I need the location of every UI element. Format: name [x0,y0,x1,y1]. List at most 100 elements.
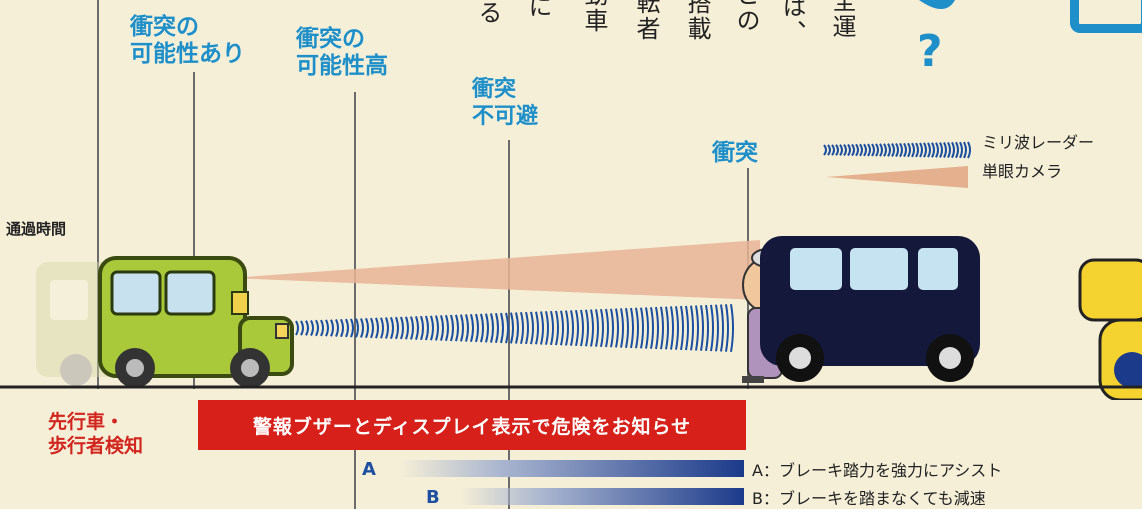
green-car [98,256,294,388]
question-mark-graphic: ? [917,0,955,77]
radar-wave-arc [927,142,931,158]
radar-wave-arc [535,311,539,345]
radar-wave-arc [891,143,895,157]
phase-label-unavoidable: 衝突 不可避 [472,77,539,129]
radar-wave-arc [590,309,594,347]
vertical-text-col8: 全運 [828,0,856,40]
navy-car [760,236,980,382]
radar-wave-arc [943,142,947,158]
radar-wave-arc [365,317,369,339]
vertical-text-col3: 動車 [580,0,608,34]
radar-wave-arc [300,320,304,336]
radar-wave-arc [700,305,704,351]
radar-wave-arc [475,313,479,343]
radar-wave-arc [705,304,709,352]
question-mark: ? [917,26,943,77]
radar-wave-arc [847,143,851,157]
radar-wave-arc [450,314,454,342]
radar-wave-arc [405,316,409,340]
radar-wave-arc [665,306,669,350]
radar-wave-arc [570,310,574,346]
radar-wave-arc [871,143,875,157]
radar-wave-arc [490,313,494,343]
assist-b-marker: B [426,487,440,508]
timeline-line-high [354,92,356,509]
radar-wave-arc [695,305,699,351]
radar-wave-arc [915,142,919,158]
radar-wave-arc [911,142,915,158]
vertical-text-col4: 転者 [632,0,660,42]
radar-wave-arc [835,144,839,156]
radar-wave-arc [580,309,584,347]
radar-wave-arc [899,142,903,158]
radar-wave-arc [315,319,319,337]
radar-wave-arc [540,311,544,345]
radar-wave-arc [650,307,654,349]
assist-a-marker: A [362,459,376,480]
radar-wave-arc [440,315,444,341]
radar-wave-arc [710,304,714,352]
radar-wave-arc [715,304,719,352]
radar-wave-arc [515,312,519,344]
vertical-text-col7: は、 [778,0,806,46]
radar-wave-arc [931,142,935,158]
scene-illustration [0,236,1142,400]
radar-wave-arc [895,142,899,158]
radar-wave-arc [831,144,835,156]
radar-wave-arc [445,314,449,342]
radar-wave-arc [410,316,414,340]
radar-wave-arc [883,143,887,157]
radar-wave-arc [725,304,729,352]
radar-wave-arc [670,306,674,350]
radar-wave-arc [959,141,963,159]
radar-wave-arc [630,307,634,349]
radar-wave-arc [887,143,891,157]
radar-wave-arc [923,142,927,158]
radar-wave-arc [320,319,324,337]
radar-wave-arc [525,311,529,345]
radar-wave-arc [640,307,644,349]
timeline-line-start [97,0,99,389]
radar-wave-arc [460,314,464,342]
radar-wave-arc [690,305,694,351]
radar-wave-arc [350,318,354,338]
radar-wave-arc [550,310,554,346]
assist-a-bar [400,460,744,477]
radar-wave-arc [967,141,971,159]
radar-wave-arc [823,144,827,156]
radar-wave-arc [325,319,329,337]
radar-wave-arc [340,318,344,338]
radar-wave-arc [685,305,689,351]
vertical-text-col1: る [474,0,502,26]
radar-wave-arc [310,319,314,337]
radar-wave-arc [951,141,955,159]
radar-wave-arc [485,313,489,343]
camera-cone [230,240,760,300]
timeline-line-unavoidable [508,140,510,509]
radar-label: ミリ波レーダー [982,133,1095,152]
radar-wave-arc [545,311,549,345]
radar-wave-arc [947,141,951,159]
assist-b-bar [460,488,744,505]
radar-waves [295,303,734,353]
radar-wave-arc [295,320,299,336]
radar-wave-arc [605,308,609,348]
radar-wave-arc [355,318,359,338]
radar-wave-arc [585,309,589,347]
radar-wave-arc [505,312,509,344]
radar-wave-arc [435,315,439,341]
radar-wave-arc [645,307,649,349]
radar-wave-arc [919,142,923,158]
radar-wave-arc [675,306,679,350]
phase-label-possible: 衝突の 可能性あり [130,14,245,67]
radar-wave-arc [843,143,847,157]
corner-letter-graphic [1070,0,1142,40]
radar-wave-arc [520,312,524,344]
radar-wave-arc [560,310,564,346]
radar-wave-arc [875,143,879,157]
camera-cone-icon [826,166,968,188]
vertical-text-col2: に [524,0,552,20]
radar-wave-arc [660,306,664,350]
radar-wave-arc [500,312,504,344]
radar-wave-arc [390,316,394,340]
